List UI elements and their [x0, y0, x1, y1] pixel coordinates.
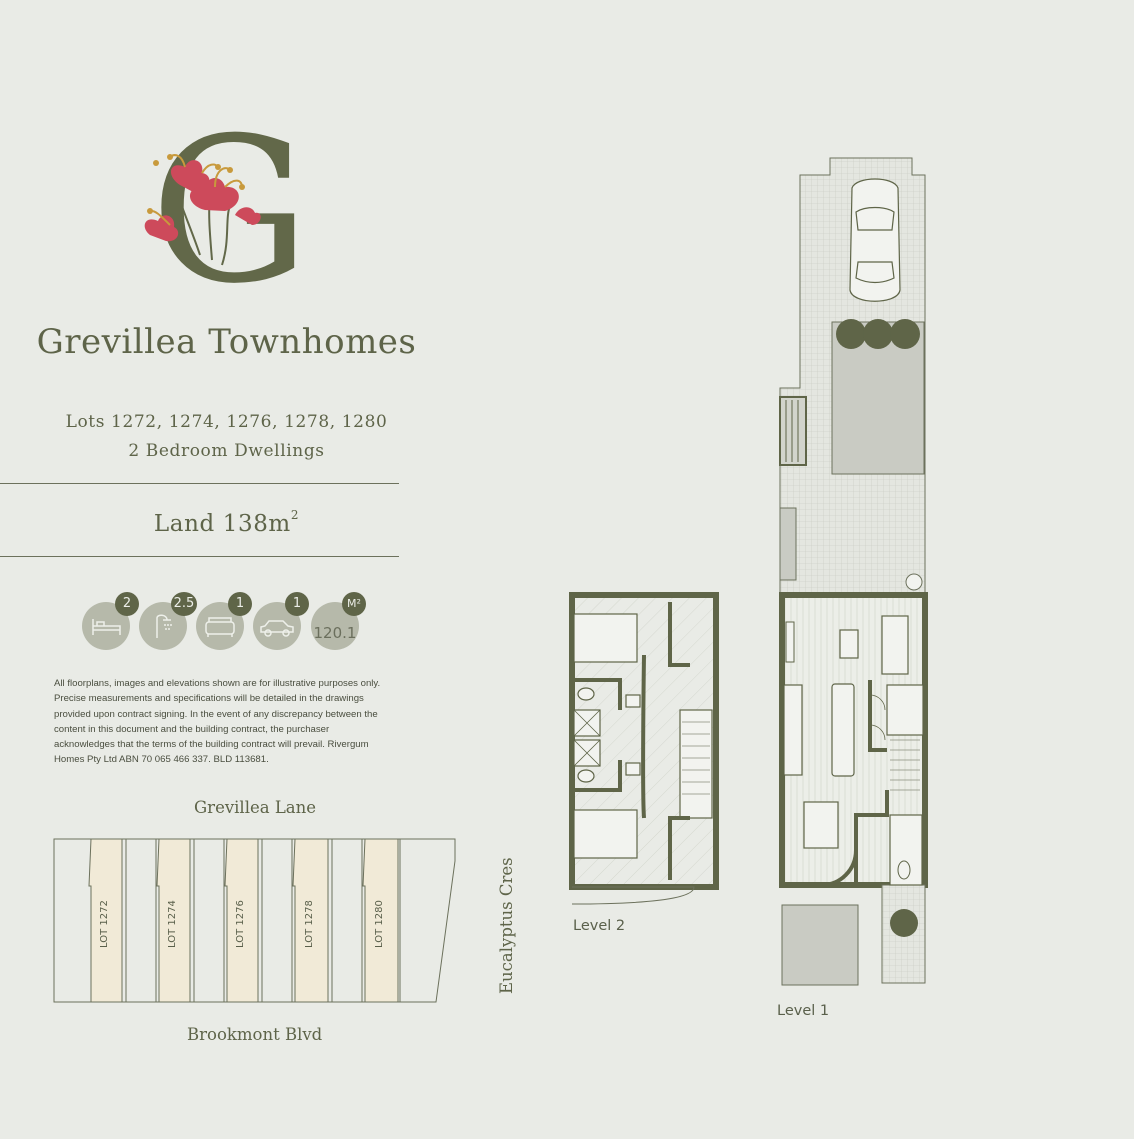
car-drawing [849, 178, 901, 302]
lot-1280-parcel [362, 838, 399, 1003]
street-top-label: Grevillea Lane [194, 798, 317, 817]
street-side-label: Eucalyptus Cres [497, 857, 516, 994]
lot-label: LOT 1280 [374, 900, 385, 948]
level1-plan [779, 157, 928, 986]
lots-info: Lots 1272, 1274, 1276, 1278, 1280 2 Bedr… [0, 408, 453, 466]
logo-letter: G [150, 115, 310, 290]
floorplan-drawing [569, 157, 928, 986]
land-size: Land 138m2 [0, 508, 453, 537]
bed-count-badge: 2 [115, 592, 139, 616]
level2-label: Level 2 [573, 918, 626, 934]
area-value: 120.1 [313, 624, 357, 642]
living-count-badge: 1 [228, 592, 252, 616]
bath-count-badge: 2.5 [171, 592, 197, 616]
grevillea-logo-icon: G [144, 95, 310, 328]
area-unit-badge: M² [342, 592, 366, 616]
lot-label: LOT 1272 [99, 900, 110, 948]
lot-label: LOT 1276 [235, 900, 246, 948]
logo: G [130, 95, 330, 328]
lot-1272-parcel [88, 838, 123, 1003]
land-unit: 2 [290, 508, 300, 522]
divider-top [0, 483, 399, 484]
land-label: Land 138m [153, 511, 291, 537]
level1-label: Level 1 [777, 1003, 830, 1019]
lot-label: LOT 1278 [304, 900, 315, 948]
dwelling-line: 2 Bedroom Dwellings [128, 441, 325, 461]
divider-bottom [0, 556, 399, 557]
page-title: Grevillea Townhomes [36, 322, 417, 362]
lot-1274-parcel [156, 838, 191, 1003]
disclaimer-text: All floorplans, images and elevations sh… [54, 678, 381, 766]
site-plan [50, 836, 460, 1006]
lots-line: Lots 1272, 1274, 1276, 1278, 1280 [65, 412, 388, 432]
level2-plan [569, 592, 719, 905]
lot-label: LOT 1274 [167, 900, 178, 948]
lot-1276-parcel [224, 838, 259, 1003]
feature-icons: 2 2.5 1 1 120.1 M² [82, 592, 382, 654]
lot-1278-parcel [292, 838, 329, 1003]
street-bottom-label: Brookmont Blvd [187, 1025, 323, 1044]
car-count-badge: 1 [285, 592, 309, 616]
